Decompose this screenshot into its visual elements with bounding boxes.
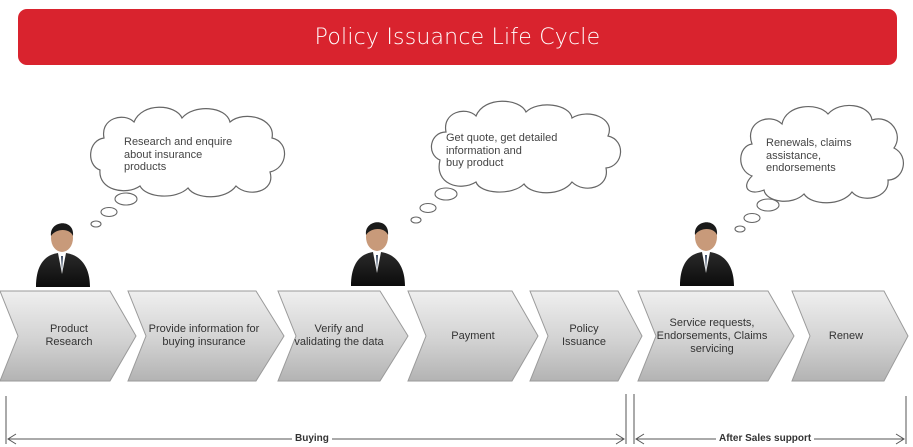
step-chevron-6 [637, 290, 795, 382]
step-label-policy-issuance: Policy Issuance [561, 323, 607, 348]
phase-label-buying: Buying [292, 433, 332, 445]
step-chevron-1 [0, 290, 137, 382]
step-chevron-4 [407, 290, 539, 382]
person-avatar-3 [680, 222, 734, 286]
step-label-provide-information: Provide information for buying insurance [148, 323, 260, 348]
step-chevron-5 [529, 290, 643, 382]
step-chevron-7 [791, 290, 909, 382]
thought-cloud-2 [410, 100, 622, 224]
process-flow [0, 290, 909, 382]
thought-cloud-1 [90, 106, 286, 228]
page-title: Policy Issuance Life Cycle [314, 24, 601, 50]
title-banner: Policy Issuance Life Cycle [18, 9, 897, 65]
phase-label-after-sales: After Sales support [716, 433, 815, 445]
step-chevron-3 [277, 290, 409, 382]
person-avatar-2 [351, 222, 405, 286]
step-label-verify-data: Verify and validating the data [294, 323, 384, 348]
thought-text-3: Renewals, claims assistance, endorsement… [766, 137, 852, 174]
thought-cloud-3 [734, 104, 904, 233]
step-label-payment: Payment [451, 329, 495, 342]
step-label-service-requests: Service requests, Endorsements, Claims s… [656, 316, 768, 355]
thought-text-1: Research and enquire about insurance pro… [124, 136, 233, 173]
step-label-product-research: Product Research [45, 323, 93, 348]
thought-text-2: Get quote, get detailed information and … [446, 132, 558, 169]
person-avatar-1 [36, 223, 90, 287]
step-chevron-2 [127, 290, 285, 382]
step-label-renew: Renew [828, 329, 864, 342]
